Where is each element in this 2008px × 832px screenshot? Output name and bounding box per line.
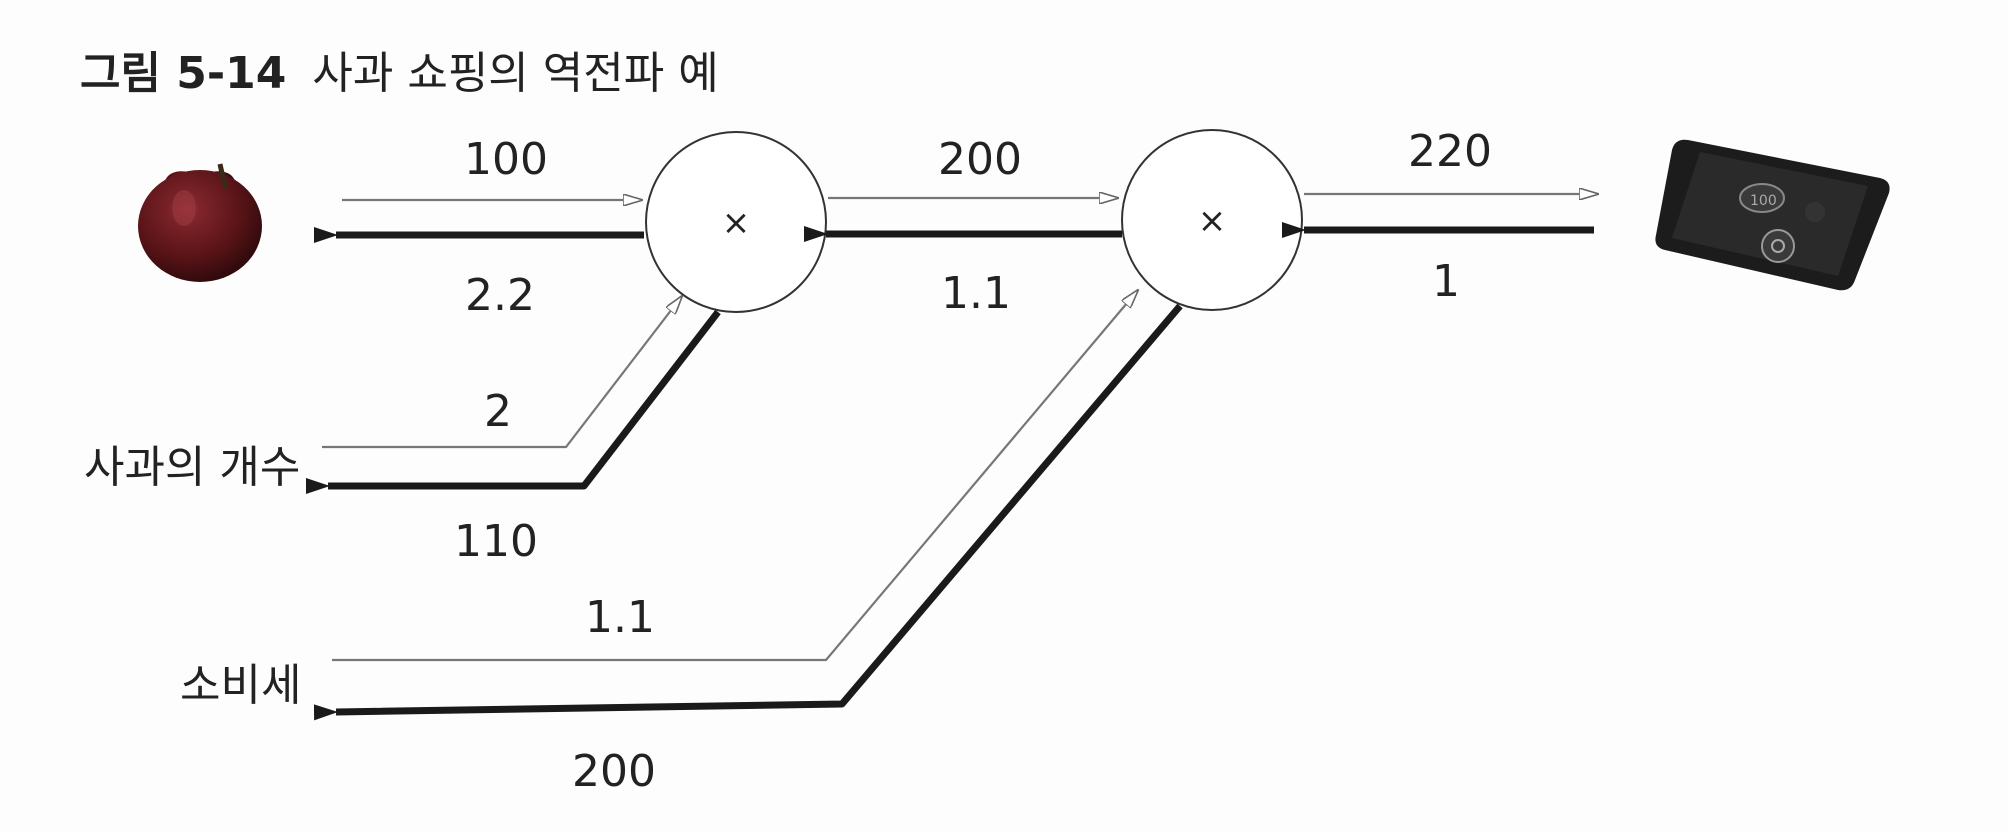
- backward-arrow-apple-count: [306, 309, 721, 494]
- forward-label-apple-price: 100: [464, 134, 548, 185]
- forward-label-output: 220: [1408, 126, 1492, 177]
- backward-label-mid: 1.1: [941, 268, 1011, 319]
- figure-caption: 사과 쇼핑의 역전파 예: [312, 48, 718, 99]
- apple-icon: [138, 163, 262, 282]
- forward-arrow-tax: [332, 290, 1138, 662]
- backward-label-tax: 200: [572, 746, 656, 797]
- multiply-node-1-symbol: ×: [722, 203, 751, 243]
- multiply-node-2: [1121, 129, 1303, 311]
- forward-arrow-apple-count: [322, 296, 682, 449]
- figure-caption-line: 그림 5-14 사과 쇼핑의 역전파 예: [80, 48, 719, 99]
- input-label-apple-count: 사과의 개수: [84, 442, 300, 493]
- backward-label-apple-price: 2.2: [465, 270, 535, 321]
- backward-label-output: 1: [1432, 256, 1460, 307]
- forward-label-apple-count: 2: [484, 386, 512, 437]
- forward-label-tax: 1.1: [585, 592, 655, 643]
- forward-label-mid: 200: [938, 134, 1022, 185]
- backward-label-apple-count: 110: [454, 516, 538, 567]
- multiply-node-1: [645, 131, 827, 313]
- backward-arrow-tax: [313, 303, 1183, 721]
- register-icon: 100: [1655, 139, 1890, 291]
- multiply-node-2-symbol: ×: [1198, 201, 1227, 241]
- svg-text:100: 100: [1750, 193, 1777, 209]
- input-label-tax: 소비세: [180, 660, 301, 711]
- figure-number: 그림 5-14: [80, 48, 286, 99]
